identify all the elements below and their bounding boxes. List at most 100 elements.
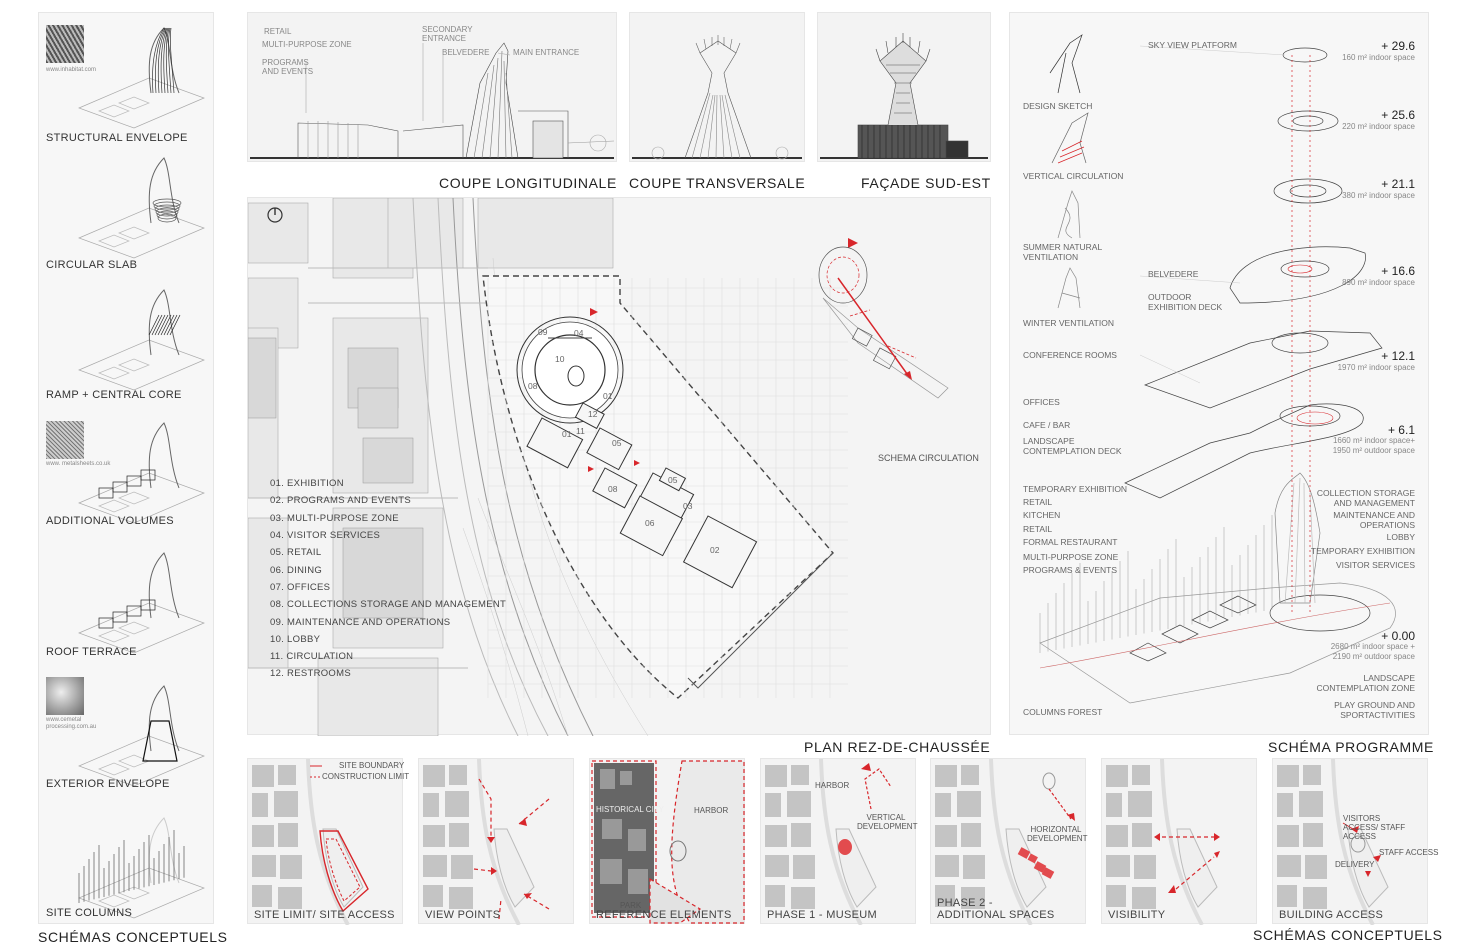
section-label-retail: RETAIL [264, 27, 292, 36]
level-elevation: + 16.6 [1381, 264, 1415, 278]
ground-floor-plan-title: PLAN REZ-DE-CHAUSSÉE [804, 739, 991, 755]
caption-site-limit: SITE LIMIT/ SITE ACCESS [254, 909, 395, 921]
room-number: 12 [588, 409, 598, 419]
level-area: 890 m² indoor space [1342, 278, 1415, 287]
building-access-map [1277, 759, 1389, 925]
diagram-label-vertical-circulation: VERTICAL CIRCULATION [1023, 171, 1124, 181]
texture-thumbnail-4 [46, 421, 84, 459]
programme-label-temporary-exhibition-right: TEMPORARY EXHIBITION [1310, 546, 1415, 556]
programme-label-retail-2: RETAIL [1023, 524, 1053, 534]
diagram-label-design-sketch: DESIGN SKETCH [1023, 101, 1093, 111]
programme-label-sky-view: SKY VIEW PLATFORM [1148, 40, 1237, 50]
legend-lobby: 10. LOBBY [270, 634, 321, 645]
level-elevation: + 25.6 [1381, 108, 1415, 122]
room-number: 10 [555, 354, 565, 364]
room-number: 04 [574, 328, 584, 338]
concept-label-exterior-envelope: EXTERIOR ENVELOPE [46, 778, 170, 790]
site-limit-map [252, 759, 369, 925]
section-label-programs: PROGRAMS AND EVENTS [262, 58, 314, 76]
room-number: 08 [608, 484, 618, 494]
caption-reference-elements: REFERENCE ELEMENTS [596, 909, 732, 921]
transversal-section-drawing [632, 35, 802, 160]
phase-2-map [935, 759, 1075, 925]
level-area: 2680 m² indoor space + 2190 m² outdoor s… [1330, 642, 1415, 661]
programme-schema-drawing [1039, 34, 1396, 704]
room-number: 08 [528, 381, 538, 391]
transversal-section-title: COUPE TRANSVERSALE [629, 175, 806, 191]
programme-label-collection-storage: COLLECTION STORAGE AND MANAGEMENT [1316, 488, 1415, 508]
phase-1-map [765, 759, 892, 925]
ground-floor-plan-panel: 01. EXHIBITION 02. PROGRAMS AND EVENTS 0… [247, 197, 991, 736]
reference-elements-map [591, 760, 745, 924]
programme-label-multi-purpose: MULTI-PURPOSE ZONE [1023, 552, 1119, 562]
level-elevation: + 0.00 [1381, 629, 1415, 643]
note-vertical-development: VERTICAL DEVELOPMENT [857, 813, 918, 831]
concept-label-additional-volumes: ADDITIONAL VOLUMES [46, 515, 174, 527]
level-elevation: + 12.1 [1381, 349, 1415, 363]
programme-label-visitor-services: VISITOR SERVICES [1335, 560, 1415, 570]
concept-label-roof-terrace: ROOF TERRACE [46, 646, 137, 658]
programme-label-conference: CONFERENCE ROOMS [1023, 350, 1117, 360]
concept-label-ramp-core: RAMP + CENTRAL CORE [46, 389, 182, 401]
caption-visibility: VISIBILITY [1108, 909, 1166, 921]
caption-phase-1: PHASE 1 - MUSEUM [767, 909, 877, 921]
programme-label-landscape-zone: LANDSCAPE CONTEMPLATION ZONE [1316, 673, 1415, 693]
legend-dining: 06. DINING [270, 565, 323, 576]
view-points-map [423, 759, 550, 925]
note-historical-city: HISTORICAL CITY [596, 805, 665, 814]
legend-exhibition: 01. EXHIBITION [270, 478, 344, 489]
caption-building-access: BUILDING ACCESS [1279, 909, 1384, 921]
longitudinal-section-title: COUPE LONGITUDINALE [439, 175, 617, 191]
level-area: 160 m² indoor space [1342, 53, 1415, 62]
programme-label-temporary-exhibition: TEMPORARY EXHIBITION [1023, 484, 1128, 494]
level-area: 1660 m² indoor space+ 1950 m² outdoor sp… [1332, 436, 1415, 455]
room-number: 05 [668, 475, 678, 485]
facade-title: FAÇADE SUD-EST [861, 175, 991, 191]
room-number: 03 [683, 501, 693, 511]
concept-label-site-columns: SITE COLUMNS [46, 907, 133, 919]
concept-label-structural-envelope: STRUCTURAL ENVELOPE [46, 132, 188, 144]
longitudinal-section-drawing [250, 42, 615, 159]
caption-view-points: VIEW POINTS [425, 909, 501, 921]
bottom-panel-reference-elements: HISTORICAL CITY HARBOR PARK REFERENCE EL… [589, 758, 745, 924]
section-label-belvedere: BELVEDERE [442, 48, 490, 57]
diagram-label-summer-ventilation: SUMMER NATURAL VENTILATION [1023, 242, 1102, 262]
programme-label-landscape-deck: LANDSCAPE CONTEMPLATION DECK [1023, 436, 1122, 456]
bottom-panel-view-points: VIEW POINTS [418, 758, 574, 925]
legend-offices: 07. OFFICES [270, 582, 331, 593]
level-elevation: + 29.6 [1381, 39, 1415, 53]
bottom-panel-visibility: VISIBILITY [1101, 758, 1257, 925]
level-area: 1970 m² indoor space [1337, 363, 1415, 372]
note-horizontal-development: HORIZONTAL DEVELOPMENT [1027, 825, 1088, 843]
note-park: PARK [620, 901, 642, 910]
note-staff-access: STAFF ACCESS [1379, 848, 1439, 857]
legend-multi-purpose: 03. MULTI-PURPOSE ZONE [270, 513, 399, 524]
note-harbor-phase1: HARBOR [815, 781, 850, 790]
programme-label-retail: RETAIL [1023, 497, 1053, 507]
source-credit-6: www.cemetal processing.com.au [46, 717, 97, 730]
diagram-label-winter-ventilation: WINTER VENTILATION [1023, 318, 1114, 328]
programme-label-kitchen: KITCHEN [1023, 510, 1061, 520]
circulation-schema-caption: SCHEMA CIRCULATION [878, 453, 979, 463]
level-area: 380 m² indoor space [1342, 191, 1415, 200]
room-number: 06 [645, 518, 655, 528]
legend-maintenance: 09. MAINTENANCE AND OPERATIONS [270, 617, 451, 628]
left-concept-column: www.inhabitat.com www. metalsheets.co.uk… [38, 12, 214, 924]
programme-schema-panel: DESIGN SKETCH VERTICAL CIRCULATION SUMME… [1009, 12, 1429, 735]
legend-programs-events: 02. PROGRAMS AND EVENTS [270, 495, 411, 506]
transversal-section-panel [629, 12, 805, 162]
note-visitors-access: VISITORS ACCESS/ STAFF ACCESS [1343, 814, 1406, 841]
room-number: 01 [603, 391, 613, 401]
bottom-panel-site-limit: SITE BOUNDARY CONSTRUCTION LIMIT SITE LI… [247, 758, 409, 925]
level-elevation: + 21.1 [1381, 177, 1415, 191]
section-label-secondary-entrance: SECONDARY ENTRANCE [422, 25, 473, 43]
room-number: 01 [562, 429, 572, 439]
texture-thumbnail-6 [46, 677, 84, 715]
left-column-title: SCHÉMAS CONCEPTUELS [38, 929, 228, 945]
legend-restrooms: 12. RESTROOMS [270, 668, 351, 679]
legend-collections: 08. COLLECTIONS STORAGE AND MANAGEMENT [270, 599, 507, 610]
legend-retail: 05. RETAIL [270, 547, 322, 558]
programme-label-offices: OFFICES [1023, 397, 1060, 407]
note-harbor: HARBOR [694, 806, 729, 815]
programme-label-formal-restaurant: FORMAL RESTAURANT [1023, 537, 1118, 547]
